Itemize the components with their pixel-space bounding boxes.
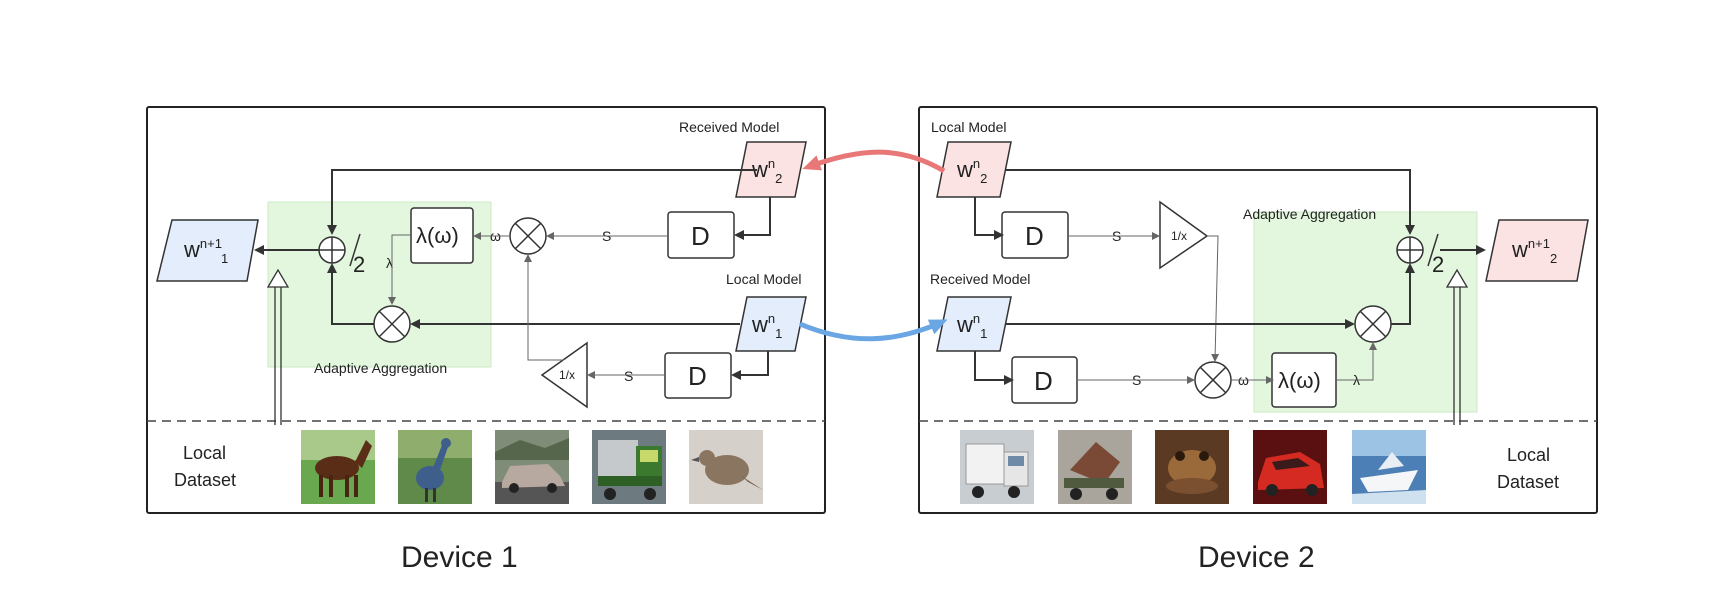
device1-thumbnail-car [495, 430, 569, 504]
device2-distance-block-top: D [1001, 211, 1069, 259]
device1-local-weight: wn1 [735, 296, 807, 352]
device2-local-model-label: Local Model [931, 119, 1007, 135]
device1-dataset-label-line1: Local [183, 443, 226, 463]
device1-multiply-node-bottom [373, 305, 411, 343]
device1-dataset-label-line2: Dataset [174, 470, 236, 490]
svg-text:wn+12: wn+12 [1511, 236, 1557, 266]
device1-distance-block-bottom: D [664, 352, 732, 399]
svg-text:wn1: wn1 [751, 311, 782, 341]
device1-received-weight: wn2 [735, 141, 807, 198]
device2-received-model-label: Received Model [930, 271, 1030, 287]
device1-reciprocal-block: 1/x [540, 341, 588, 409]
device2-thumbnail-ship [1352, 430, 1426, 504]
device1-received-model-label: Received Model [679, 119, 779, 135]
device1-signal-s-bottom: S [624, 368, 633, 384]
device2-aggregation-label: Adaptive Aggregation [1243, 206, 1376, 222]
device2-distance-block-bottom: D [1011, 356, 1078, 404]
device2-dataset-label-line1: Local [1507, 445, 1550, 465]
device1-distance-block-top: D [667, 211, 735, 259]
device1-panel: Received Model Local Model Adaptive Aggr… [146, 106, 826, 574]
svg-text:wn+11: wn+11 [183, 236, 228, 266]
device2-panel: Local Model Received Model Adaptive Aggr… [918, 106, 1598, 574]
device2-multiply-node-top [1354, 305, 1392, 343]
device1-thumbnail-bird [398, 430, 472, 504]
device2-thumbnail-frog [1155, 430, 1229, 504]
svg-text:wn1: wn1 [956, 311, 987, 341]
device1-lambda-function-block: λ(ω) [410, 207, 474, 264]
device2-title: Device 2 [1198, 541, 1315, 574]
device2-received-weight: wn1 [936, 296, 1012, 352]
device1-title: Device 1 [401, 541, 518, 574]
device2-output-weight: wn+12 [1485, 219, 1589, 282]
transfer-arrow-to-device1 [802, 149, 946, 174]
device2-wires [974, 169, 1486, 425]
svg-text:D: D [691, 221, 710, 251]
device1-wires [254, 169, 771, 425]
transfer-arrow-to-device2 [799, 319, 948, 342]
svg-text:λ(ω): λ(ω) [416, 223, 459, 248]
device1-average-node: 2 [318, 233, 365, 277]
device1-thumbnail-truck [592, 430, 666, 504]
device2-dataset-label-line2: Dataset [1497, 472, 1559, 492]
svg-text:wn2: wn2 [751, 156, 782, 186]
device1-local-model-label: Local Model [726, 271, 802, 287]
device1-aggregation-label: Adaptive Aggregation [314, 360, 447, 376]
device2-thumbnail-truck [960, 430, 1034, 504]
svg-text:wn2: wn2 [956, 156, 987, 186]
svg-text:D: D [1025, 221, 1044, 251]
device1-output-weight: wn+11 [156, 219, 259, 282]
svg-text:D: D [688, 361, 707, 391]
device1-thumbnail-horse [301, 430, 375, 504]
svg-text:D: D [1034, 366, 1053, 396]
device2-thumbnail-dump-truck [1058, 430, 1132, 504]
svg-text:2: 2 [353, 252, 365, 277]
device2-lambda-function-block: λ(ω) [1271, 352, 1337, 408]
device2-thumbnail-car [1253, 430, 1327, 504]
device2-reciprocal-block: 1/x [1159, 200, 1209, 270]
svg-text:2: 2 [1432, 252, 1444, 277]
device2-average-node: 2 [1396, 233, 1444, 277]
device1-multiply-node-top [509, 217, 547, 255]
device2-local-weight: wn2 [936, 141, 1012, 198]
device1-thumbnail-bird-2 [689, 430, 763, 504]
svg-text:1/x: 1/x [559, 368, 575, 382]
device2-multiply-node-bottom [1194, 361, 1232, 399]
device1-signal-lambda: λ [386, 255, 393, 271]
svg-text:λ(ω): λ(ω) [1278, 368, 1321, 393]
svg-text:1/x: 1/x [1171, 229, 1187, 243]
